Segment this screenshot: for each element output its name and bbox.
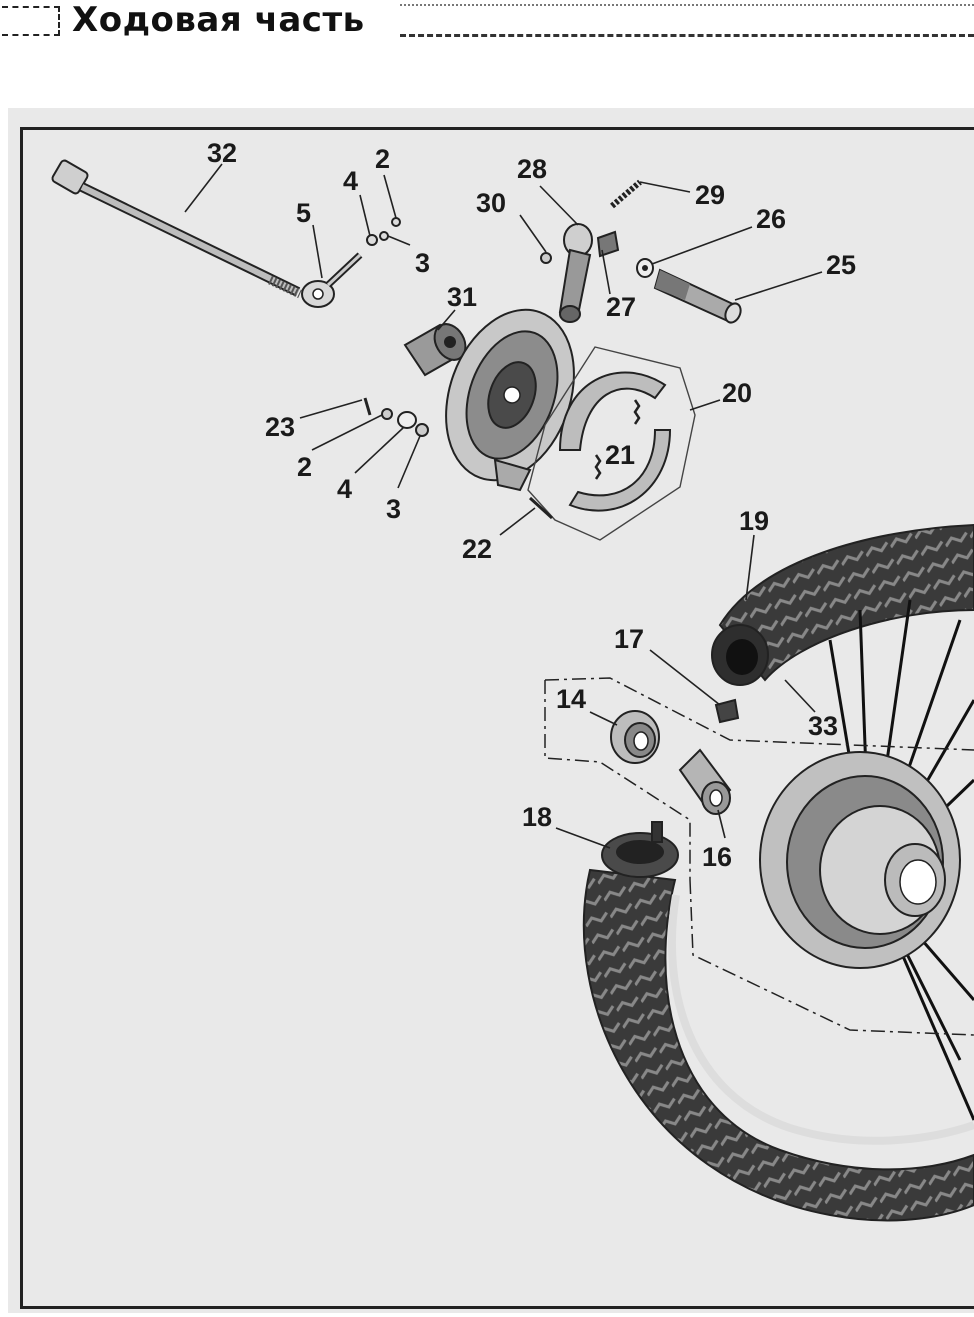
- section-title: Ходовая часть: [72, 0, 365, 40]
- header-top-rule: [400, 4, 974, 6]
- label-5: 5: [296, 198, 311, 228]
- leader-lines: [184, 163, 823, 849]
- label-2-top: 2: [375, 144, 390, 174]
- label-30: 30: [476, 188, 506, 218]
- label-20: 20: [722, 378, 752, 408]
- brake-shoes-20: [527, 346, 696, 541]
- label-29: 29: [695, 180, 725, 210]
- washer-30: [540, 252, 552, 264]
- label-32: 32: [207, 138, 237, 168]
- callout-labels: 32 2 4 5 3 28 29 30 26 25 27 31 20 21 23…: [207, 138, 856, 872]
- axle-32: [51, 159, 302, 299]
- pin-25: [653, 268, 742, 324]
- label-18: 18: [522, 802, 552, 832]
- brake-lever-28: [558, 223, 620, 323]
- label-4-top: 4: [343, 166, 358, 196]
- pin-22: [528, 496, 554, 520]
- label-4-bottom: 4: [337, 474, 352, 504]
- label-21: 21: [605, 440, 635, 470]
- tyre-19: [711, 523, 974, 686]
- label-33: 33: [808, 711, 838, 741]
- label-23: 23: [265, 412, 295, 442]
- valve-17: [714, 698, 740, 724]
- label-14: 14: [556, 684, 586, 714]
- label-26: 26: [756, 204, 786, 234]
- figure-frame: [20, 127, 974, 1309]
- label-31: 31: [447, 282, 477, 312]
- label-25: 25: [826, 250, 856, 280]
- header-rule: [400, 34, 974, 37]
- adjuster-5: [301, 252, 363, 308]
- washer-26: [636, 258, 654, 278]
- header-marker-box: [2, 6, 60, 36]
- label-19: 19: [739, 506, 769, 536]
- tube-18: [582, 821, 974, 1222]
- dash-guide-lines: [544, 677, 974, 1036]
- small-parts-left: [363, 397, 429, 437]
- label-2-bottom: 2: [297, 452, 312, 482]
- label-3-bottom: 3: [386, 494, 401, 524]
- section-header: Ходовая часть: [0, 0, 974, 48]
- label-17: 17: [614, 624, 644, 654]
- label-22: 22: [462, 534, 492, 564]
- label-3-top: 3: [415, 248, 430, 278]
- sleeve-16: [678, 748, 732, 815]
- bearing-14: [610, 710, 660, 764]
- label-28: 28: [517, 154, 547, 184]
- nut-washer-top: [366, 217, 401, 246]
- label-16: 16: [702, 842, 732, 872]
- wheel-hub: [759, 751, 961, 969]
- label-27: 27: [606, 292, 636, 322]
- bolt-29: [610, 179, 642, 209]
